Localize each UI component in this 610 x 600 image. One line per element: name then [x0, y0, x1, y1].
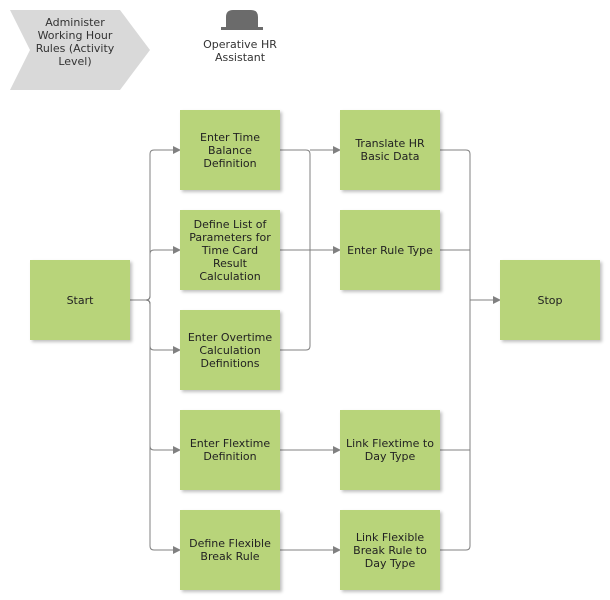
start-node[interactable]: Start [30, 260, 130, 340]
enter-rule-type-node[interactable]: Enter Rule Type [340, 210, 440, 290]
link-flextime-node[interactable]: Link Flextime to Day Type [340, 410, 440, 490]
role-icon [221, 10, 263, 30]
stop-node[interactable]: Stop [500, 260, 600, 340]
role-label: Operative HR Assistant [203, 38, 277, 64]
process-title: Administer Working Hour Rules (Activity … [35, 16, 115, 68]
define-flexible-break-node[interactable]: Define Flexible Break Rule [180, 510, 280, 590]
connectors [130, 146, 501, 554]
translate-hr-node[interactable]: Translate HR Basic Data [340, 110, 440, 190]
enter-overtime-node[interactable]: Enter Overtime Calculation Definitions [180, 310, 280, 390]
process-chevron-shape [10, 10, 150, 90]
enter-flextime-node[interactable]: Enter Flextime Definition [180, 410, 280, 490]
enter-time-balance-node[interactable]: Enter Time Balance Definition [180, 110, 280, 190]
link-flexible-break-node[interactable]: Link Flexible Break Rule to Day Type [340, 510, 440, 590]
define-parameters-node[interactable]: Define List of Parameters for Time Card … [180, 210, 280, 290]
